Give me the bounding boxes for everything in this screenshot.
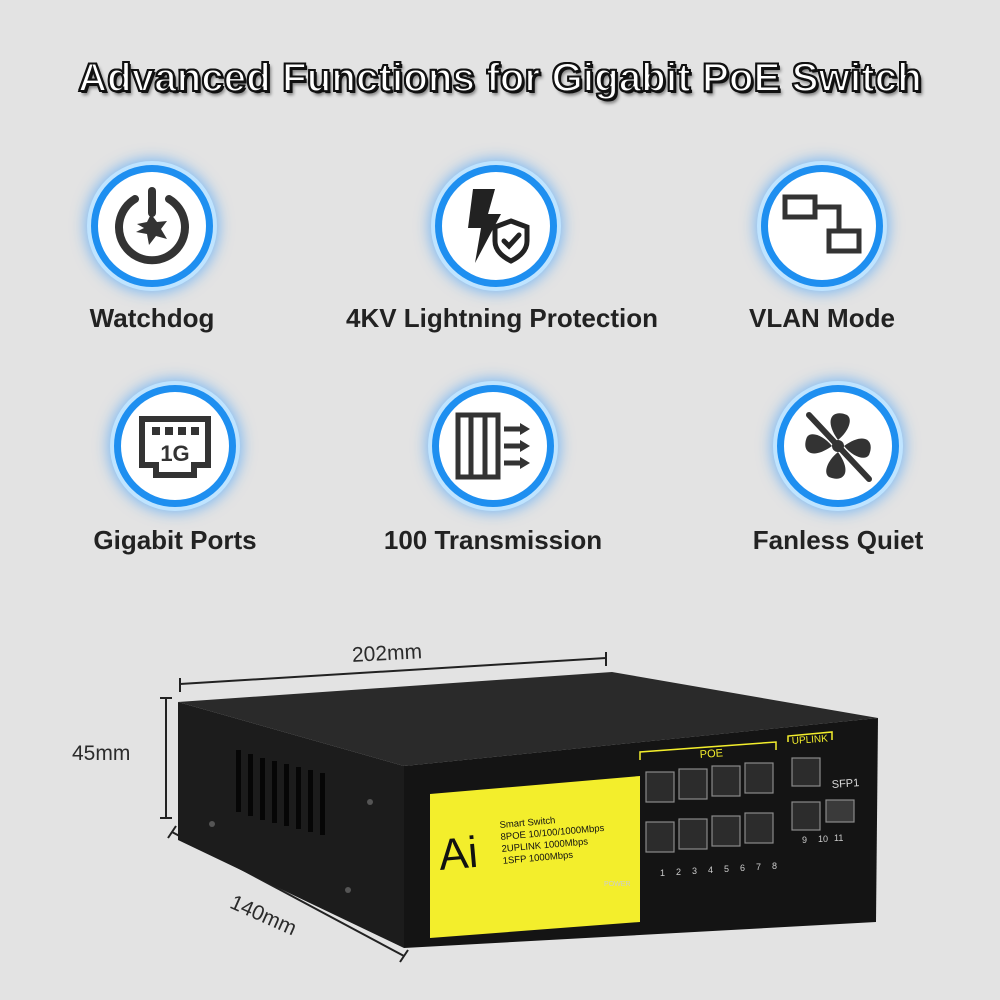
poe-label: POE xyxy=(699,747,723,761)
feature-icon-ring xyxy=(777,385,899,507)
feature-watchdog: Watchdog xyxy=(2,165,302,345)
svg-text:11: 11 xyxy=(834,833,843,843)
svg-text:9: 9 xyxy=(802,835,807,845)
width-dimension-line xyxy=(179,657,607,685)
watchdog-power-icon xyxy=(115,187,189,265)
feature-vlan-mode: VLAN Mode xyxy=(672,165,972,345)
feature-label: Fanless Quiet xyxy=(752,525,924,555)
width-dimension-label: 202mm xyxy=(351,640,423,667)
feature-label: 100 Transmission xyxy=(383,525,603,555)
feature-label: VLAN Mode xyxy=(749,303,895,333)
gigabit-port-icon: 1G xyxy=(139,416,211,478)
poe-ports xyxy=(645,757,855,853)
no-fan-icon xyxy=(805,412,872,482)
svg-text:4: 4 xyxy=(708,865,713,875)
feature-label: Watchdog xyxy=(89,303,215,333)
feature-fanless-quiet: Fanless Quiet xyxy=(688,385,988,565)
svg-text:3: 3 xyxy=(692,866,697,876)
svg-text:6: 6 xyxy=(740,863,745,873)
transmission-arrows-icon xyxy=(455,412,530,480)
svg-text:1G: 1G xyxy=(160,441,189,466)
product-illustration: Ai Smart Switch 8POE 10/100/1000Mbps 2UP… xyxy=(160,652,878,963)
feature-icon-ring: 1G xyxy=(114,385,236,507)
feature-lightning-protection: 4KV Lightning Protection xyxy=(346,165,658,345)
feature-icon-ring xyxy=(435,165,557,287)
feature-icon-ring xyxy=(91,165,213,287)
uplink-label: UPLINK xyxy=(791,733,828,747)
svg-text:1: 1 xyxy=(660,868,665,878)
svg-text:8: 8 xyxy=(772,861,777,871)
spec-line-1: Smart Switch xyxy=(499,815,556,831)
svg-text:2: 2 xyxy=(676,867,681,877)
height-dimension-label: 45mm xyxy=(72,742,131,765)
feature-label: Gigabit Ports xyxy=(93,525,257,555)
lightning-shield-icon xyxy=(468,189,530,264)
svg-text:10: 10 xyxy=(818,834,828,844)
feature-label: 4KV Lightning Protection xyxy=(346,303,658,333)
brand-logo: Ai xyxy=(437,828,480,880)
vlan-network-icon xyxy=(782,194,862,254)
feature-gigabit-ports: 1G Gigabit Ports xyxy=(25,385,325,565)
side-vents xyxy=(236,750,325,835)
front-label-panel xyxy=(430,776,640,938)
svg-text:7: 7 xyxy=(756,862,761,872)
feature-icon-ring xyxy=(432,385,554,507)
power-label: POWER xyxy=(604,881,630,888)
feature-100-transmission: 100 Transmission xyxy=(343,385,643,565)
svg-text:5: 5 xyxy=(724,864,729,874)
headline: Advanced Functions for Gigabit PoE Switc… xyxy=(77,55,923,101)
port-numbers: 1 2 3 4 5 6 7 8 9 10 11 xyxy=(660,833,843,878)
feature-icon-ring xyxy=(761,165,883,287)
sfp-label: SFP1 xyxy=(831,777,859,791)
